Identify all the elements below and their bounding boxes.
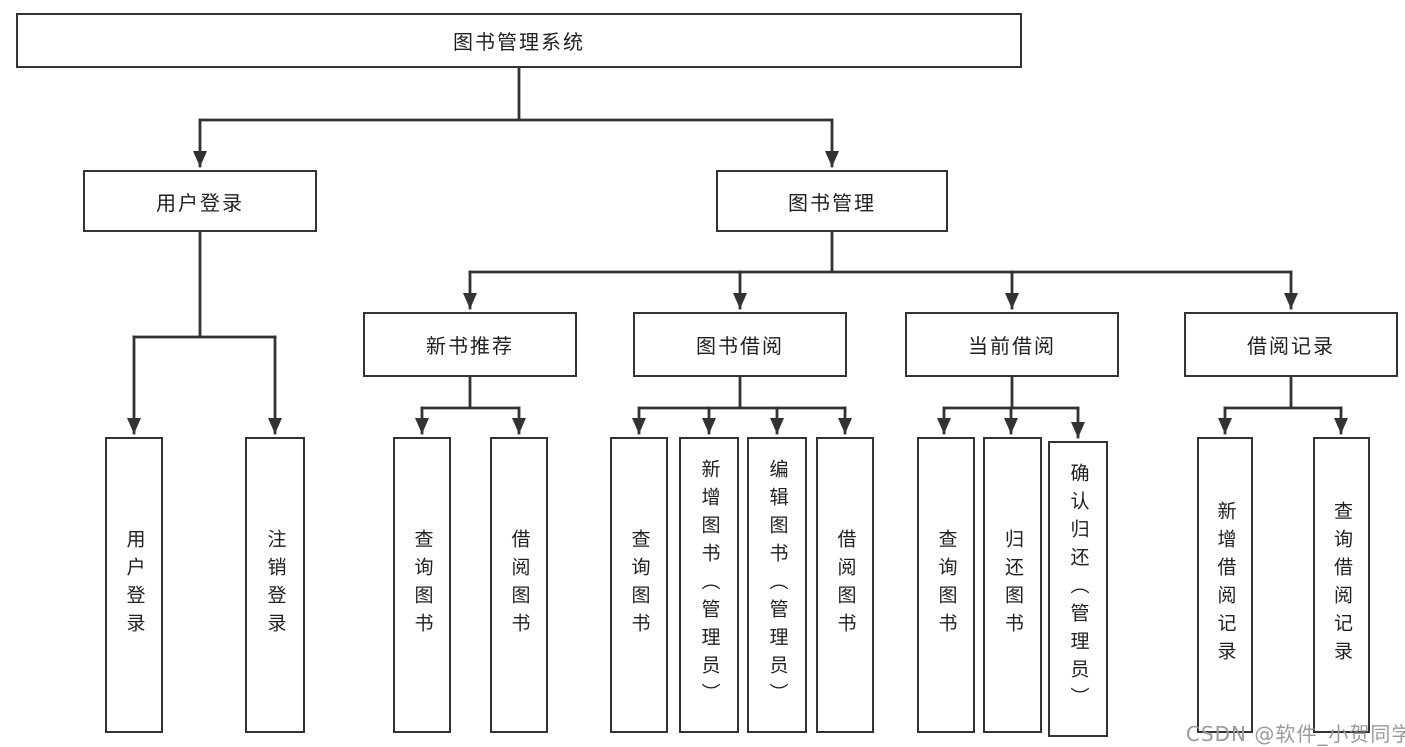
node-system-root: 图书管理系统 [16,13,1022,68]
node-leaf-cb-confirm-return-admin-label: 确认归还（管理员） [1067,463,1090,715]
node-leaf-bb-borrow-books-label: 借阅图书 [834,529,857,641]
node-book-mgmt-module: 图书管理 [716,170,948,232]
node-leaf-user-login-label: 用户登录 [123,529,146,641]
node-borrow-records-label: 借阅记录 [1247,334,1335,358]
node-leaf-bb-add-books-admin: 新增图书（管理员） [679,437,739,733]
connector-new-book-rail [420,375,521,410]
connector-borrow-rail [637,375,847,410]
node-system-root-label: 图书管理系统 [453,30,585,54]
connector-mgmt-rail [468,230,1293,274]
node-new-book-rec-label: 新书推荐 [426,334,514,358]
node-leaf-bb-query-books-label: 查询图书 [628,529,651,641]
node-book-borrow-label: 图书借阅 [696,334,784,358]
node-leaf-br-add-record: 新增借阅记录 [1197,437,1253,733]
node-leaf-br-add-record-label: 新增借阅记录 [1214,501,1237,669]
node-leaf-bb-edit-books-admin: 编辑图书（管理员） [747,437,807,733]
node-leaf-nb-query-books: 查询图书 [393,437,451,733]
node-leaf-nb-query-books-label: 查询图书 [411,529,434,641]
node-leaf-cb-query-books: 查询图书 [917,437,975,733]
csdn-watermark: CSDN @软件_小贺同学 [1186,722,1405,746]
node-leaf-br-query-record: 查询借阅记录 [1313,437,1370,733]
node-leaf-bb-edit-books-admin-label: 编辑图书（管理员） [766,459,789,711]
connector-root-rail [198,66,834,122]
node-leaf-user-login: 用户登录 [105,437,163,733]
node-leaf-bb-add-books-admin-label: 新增图书（管理员） [698,459,721,711]
node-leaf-logout: 注销登录 [245,437,305,733]
node-leaf-cb-return-books: 归还图书 [983,437,1042,733]
node-leaf-nb-borrow-books-label: 借阅图书 [508,529,531,641]
node-leaf-bb-borrow-books: 借阅图书 [816,437,874,733]
node-leaf-nb-borrow-books: 借阅图书 [490,437,548,733]
node-borrow-records: 借阅记录 [1184,312,1398,377]
node-leaf-bb-query-books: 查询图书 [610,437,668,733]
node-user-login-module-label: 用户登录 [156,190,244,215]
node-current-borrow-label: 当前借阅 [968,334,1056,358]
connector-current-rail [942,375,1080,410]
node-book-mgmt-module-label: 图书管理 [788,190,876,215]
node-leaf-cb-query-books-label: 查询图书 [935,529,958,641]
connector-login-rail [132,230,277,339]
node-user-login-module: 用户登录 [83,170,317,232]
node-leaf-cb-confirm-return-admin: 确认归还（管理员） [1048,441,1108,737]
node-leaf-cb-return-books-label: 归还图书 [1002,529,1024,641]
node-leaf-br-query-record-label: 查询借阅记录 [1331,501,1353,669]
node-leaf-logout-label: 注销登录 [264,529,287,641]
connector-records-rail [1223,375,1343,410]
node-new-book-rec: 新书推荐 [363,312,577,377]
node-current-borrow: 当前借阅 [905,312,1119,377]
node-book-borrow: 图书借阅 [633,312,847,377]
